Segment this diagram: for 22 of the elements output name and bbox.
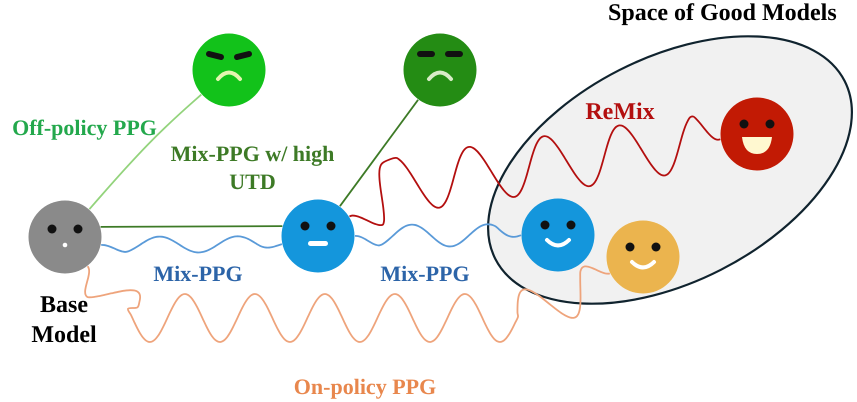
connector-line [339,99,419,207]
sad-face-icon [403,33,477,107]
edge-label: ReMix [584,98,656,126]
edge-label: On-policy PPG [292,373,438,401]
angry-face-icon [192,33,266,107]
neutral-face-icon [281,199,355,273]
wavy-line [354,223,522,248]
region-title: Space of Good Models [608,0,837,26]
edge-label: Off-policy PPG [11,114,158,142]
edge-label: Mix-PPG [152,260,244,288]
edge-label: Mix-PPG w/ high UTD [170,140,335,196]
blank-face-icon [28,200,102,274]
wavy-line [84,266,610,343]
grinning-face-icon [720,97,794,171]
node-caption: Base Model [30,291,98,350]
wavy-line [349,116,721,226]
smiling-face-icon [521,198,595,272]
smiling-face-icon [606,220,680,294]
edge-label: Mix-PPG [379,260,471,288]
connector-line [88,94,202,210]
wavy-line [101,235,282,254]
connector-line [100,225,282,228]
